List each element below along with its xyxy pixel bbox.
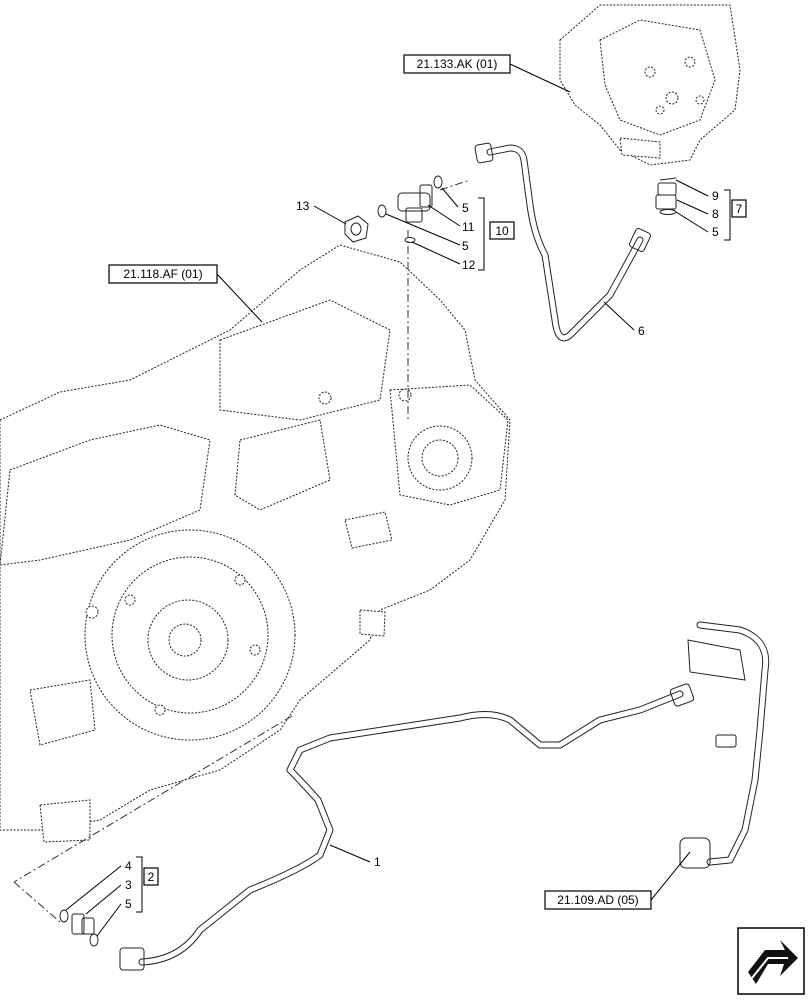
transmission-housing <box>0 244 511 843</box>
callout-5-d: 5 <box>125 897 132 911</box>
adapter-8 <box>655 182 677 210</box>
callout-9: 9 <box>712 189 719 203</box>
svg-text:21.133.AK (01): 21.133.AK (01) <box>417 57 498 71</box>
adapter-3 <box>71 913 95 935</box>
o-ring-4 <box>59 909 69 923</box>
pipe-6 <box>474 142 651 342</box>
svg-text:21.109.AD (05): 21.109.AD (05) <box>557 893 638 907</box>
callout-13: 13 <box>296 199 310 213</box>
svg-text:2: 2 <box>148 870 155 884</box>
callout-2-box: 2 <box>143 867 159 886</box>
callout-10-box: 10 <box>489 221 515 240</box>
reference-box-top[interactable]: 21.133.AK (01) <box>403 54 511 74</box>
reference-box-bottom[interactable]: 21.109.AD (05) <box>544 890 652 910</box>
reference-box-left[interactable]: 21.118.AF (01) <box>108 264 218 284</box>
o-ring-5-upper <box>433 175 443 189</box>
callout-1: 1 <box>374 855 381 869</box>
callout-8: 8 <box>712 207 719 221</box>
o-ring-5-lower <box>89 933 99 947</box>
valve-block <box>559 4 741 166</box>
next-page-arrow-icon[interactable] <box>737 927 805 995</box>
callout-4: 4 <box>125 859 132 873</box>
callout-5-a: 5 <box>462 201 469 215</box>
callout-5-b: 5 <box>462 239 469 253</box>
svg-text:7: 7 <box>736 202 743 216</box>
svg-text:10: 10 <box>495 224 509 238</box>
o-ring-11 <box>377 204 387 218</box>
svg-text:21.118.AF (01): 21.118.AF (01) <box>123 267 202 281</box>
callout-12: 12 <box>462 258 476 272</box>
callout-3: 3 <box>125 878 132 892</box>
nut-13 <box>344 215 369 243</box>
callout-7-box: 7 <box>731 199 747 218</box>
tee-fitting <box>397 184 433 223</box>
o-ring-12 <box>404 237 416 243</box>
pipe-1 <box>119 683 695 971</box>
callout-6: 6 <box>638 324 645 338</box>
right-pipe-assembly <box>679 621 770 869</box>
callout-11: 11 <box>462 220 475 234</box>
callout-5-c: 5 <box>712 225 719 239</box>
